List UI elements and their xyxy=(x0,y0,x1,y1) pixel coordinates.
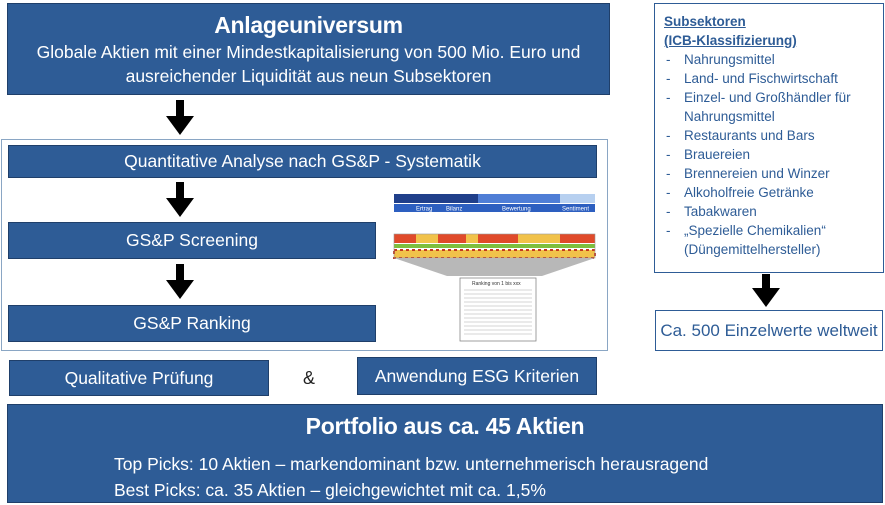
arrow-down-icon xyxy=(166,100,194,135)
subsectors-panel: Subsektoren (ICB-Klassifizierung) Nahrun… xyxy=(654,3,884,273)
funnel-shape xyxy=(394,258,595,276)
anlageuniversum-line-1: Globale Aktien mit einer Mindestkapitali… xyxy=(36,42,581,62)
portfolio-title: Portfolio aus ca. 45 Aktien xyxy=(305,413,585,439)
ranking-document: Ranking von 1 bis xxx xyxy=(459,277,537,342)
esg-criteria-box: Anwendung ESG Kriterien xyxy=(357,357,597,395)
arrow-down-icon xyxy=(166,182,194,217)
header-label: Bilanz xyxy=(446,207,462,213)
list-item: Brauereien xyxy=(664,145,875,164)
list-item: Restaurants und Bars xyxy=(664,126,875,145)
list-item: Land- und Fischwirtschaft xyxy=(664,69,875,88)
list-item: Brennereien und Winzer xyxy=(664,164,875,183)
anlageuniversum-box: Anlageuniversum Globale Aktien mit einer… xyxy=(7,3,610,95)
subsector-list: Nahrungsmittel Land- und Fischwirtschaft… xyxy=(664,50,875,259)
list-item: Einzel- und Großhändler für Nahrungsmitt… xyxy=(664,88,875,126)
header-label: Bewertung xyxy=(502,207,531,213)
ranking-box: GS&P Ranking xyxy=(8,305,376,342)
list-item: Tabakwaren xyxy=(664,202,875,221)
scoring-illustration: Ertrag Bilanz Bewertung Sentiment Rankin… xyxy=(393,194,596,342)
anlageuniversum-line-2: ausreichender Liquidität aus neun Subsek… xyxy=(125,66,492,86)
portfolio-box: Portfolio aus ca. 45 Aktien Top Picks: 1… xyxy=(7,404,883,503)
screening-box: GS&P Screening xyxy=(8,222,376,259)
header-label: Ertrag xyxy=(416,207,432,213)
subsectors-title-line-1: Subsektoren xyxy=(664,14,746,29)
subsectors-title-line-2: (ICB-Klassifizierung) xyxy=(664,33,797,48)
arrow-down-icon xyxy=(752,274,780,307)
anlageuniversum-title: Anlageuniversum xyxy=(214,12,403,38)
ranking-doc-label: Ranking von 1 bis xxx xyxy=(472,281,521,287)
score-grid-top: Ertrag Bilanz Bewertung Sentiment xyxy=(394,194,595,213)
top-picks-line: Top Picks: 10 Aktien – markendominant bz… xyxy=(114,454,709,474)
einzelwerte-box: Ca. 500 Einzelwerte weltweit xyxy=(655,310,883,351)
ampersand-label: & xyxy=(303,368,316,388)
list-item: „Spezielle Chemikalien“ (Düngemittelhers… xyxy=(664,221,875,259)
score-bars xyxy=(393,233,596,259)
quantitative-analysis-box: Quantitative Analyse nach GS&P - Systema… xyxy=(8,145,597,178)
list-item: Nahrungsmittel xyxy=(664,50,875,69)
arrow-down-icon xyxy=(166,264,194,299)
qualitative-check-box: Qualitative Prüfung xyxy=(9,360,269,396)
best-picks-line: Best Picks: ca. 35 Aktien – gleichgewich… xyxy=(114,480,546,500)
header-label: Sentiment xyxy=(562,207,589,213)
subsectors-title: Subsektoren (ICB-Klassifizierung) xyxy=(664,12,875,50)
list-item: Alkoholfreie Getränke xyxy=(664,183,875,202)
